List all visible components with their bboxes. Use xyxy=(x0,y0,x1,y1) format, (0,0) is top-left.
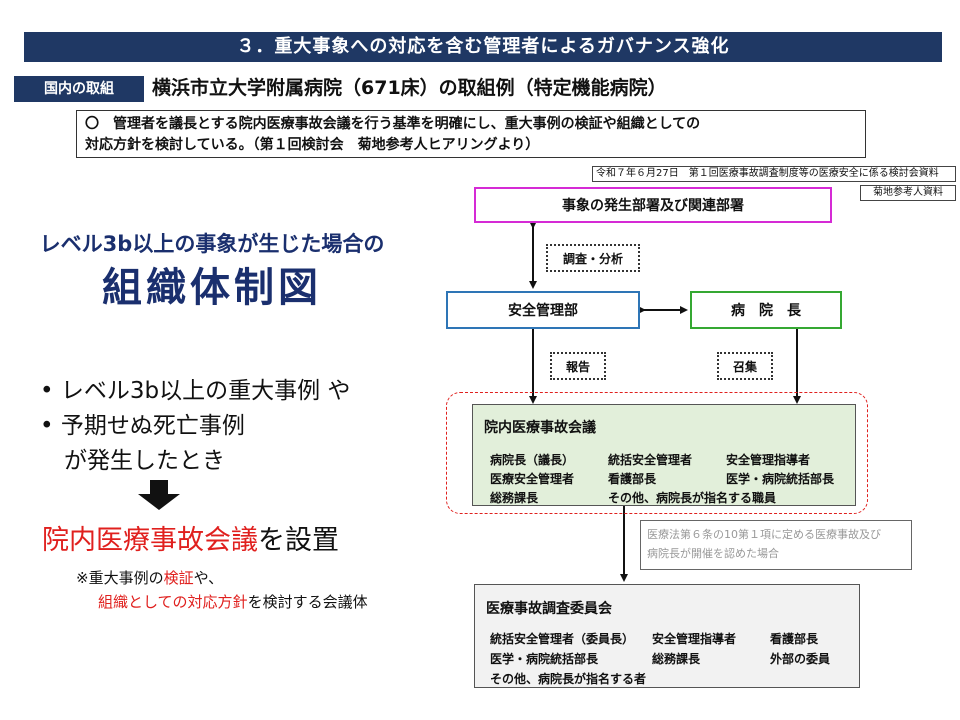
source-sub-note: 菊地参考人資料 xyxy=(860,185,956,201)
council-member: 総務課長 xyxy=(490,491,539,505)
category-tag: 国内の取組 xyxy=(14,76,144,102)
note-line-2: 組織としての対応方針を検討する会議体 xyxy=(98,593,368,611)
condition-bullets: • レベル3b以上の重大事例 や • 予期せぬ死亡事例 が発生したとき xyxy=(40,374,350,479)
survey-label: 調査・分析 xyxy=(546,244,640,272)
council-member: 統括安全管理者 xyxy=(608,453,693,467)
council-member: 安全管理指導者 xyxy=(726,453,811,467)
bullet-item-2: • 予期せぬ死亡事例 xyxy=(40,413,245,439)
headline-line-1: レベル3b以上の事象が生じた場合の xyxy=(39,232,385,256)
law-criteria-note: 医療法第６条の10第１項に定める医療事故及び 病院長が開催を認めた場合 xyxy=(640,520,912,570)
committee-member: 総務課長 xyxy=(652,652,701,666)
page-subtitle: 横浜市立大学附属病院（671床）の取組例（特定機能病院） xyxy=(152,77,667,99)
committee-member: 医学・病院統括部長 xyxy=(490,652,599,666)
committee-member: その他、病院長が指名する者 xyxy=(490,672,647,686)
committee-title: 医療事故調査委員会 xyxy=(486,601,612,617)
setup-statement: 院内医療事故会議を設置 xyxy=(42,518,339,557)
section-banner: ３．重大事象への対応を含む管理者によるガバナンス強化 xyxy=(24,32,942,62)
law-note-line-2: 病院長が開催を認めた場合 xyxy=(647,547,779,560)
committee-member: 外部の委員 xyxy=(770,652,831,666)
summary-line-2: 対応方針を検討している。（第１回検討会 菊地参考人ヒアリングより） xyxy=(85,137,540,153)
note-line-1: ※重大事例の検証や、 xyxy=(76,569,224,587)
summary-box: 〇 管理者を議長とする院内医療事故会議を行う基準を明確にし、重大事例の検証や組織… xyxy=(76,110,866,158)
committee-member: 統括安全管理者（委員長） xyxy=(490,632,635,646)
council-highlight-frame xyxy=(446,392,868,514)
council-member: 病院長（議長） xyxy=(490,453,575,467)
committee-member: 看護部長 xyxy=(770,632,819,646)
summary-line-1: 〇 管理者を議長とする院内医療事故会議を行う基準を明確にし、重大事例の検証や組織… xyxy=(85,116,701,132)
council-member: 医療安全管理者 xyxy=(490,472,575,486)
report-label: 報告 xyxy=(550,352,606,380)
headline-line-2: 組織体制図 xyxy=(102,265,322,311)
council-member: 医学・病院統括部長 xyxy=(726,472,835,486)
committee-box xyxy=(474,584,860,688)
council-note: ※重大事例の検証や、 組織としての対応方針を検討する会議体 xyxy=(76,566,368,614)
source-note: 令和７年６月27日 第１回医療事故調査制度等の医療安全に係る検討会資料 xyxy=(592,166,956,182)
committee-member: 安全管理指導者 xyxy=(652,632,737,646)
council-title: 院内医療事故会議 xyxy=(484,420,596,436)
law-note-line-1: 医療法第６条の10第１項に定める医療事故及び xyxy=(647,528,881,541)
safety-management-box: 安全管理部 xyxy=(446,291,640,329)
convene-label: 召集 xyxy=(717,352,773,380)
originating-dept-box: 事象の発生部署及び関連部署 xyxy=(474,187,832,223)
setup-suffix: を設置 xyxy=(258,525,339,556)
bullet-item-2-continued: が発生したとき xyxy=(64,448,225,474)
setup-council-name: 院内医療事故会議 xyxy=(42,525,258,556)
council-member: 看護部長 xyxy=(608,472,657,486)
hospital-director-box: 病 院 長 xyxy=(690,291,842,329)
down-arrow-icon xyxy=(138,480,180,510)
council-member: その他、病院長が指名する職員 xyxy=(608,491,777,505)
council-box xyxy=(472,404,856,506)
bullet-item-1: • レベル3b以上の重大事例 や xyxy=(40,378,351,404)
